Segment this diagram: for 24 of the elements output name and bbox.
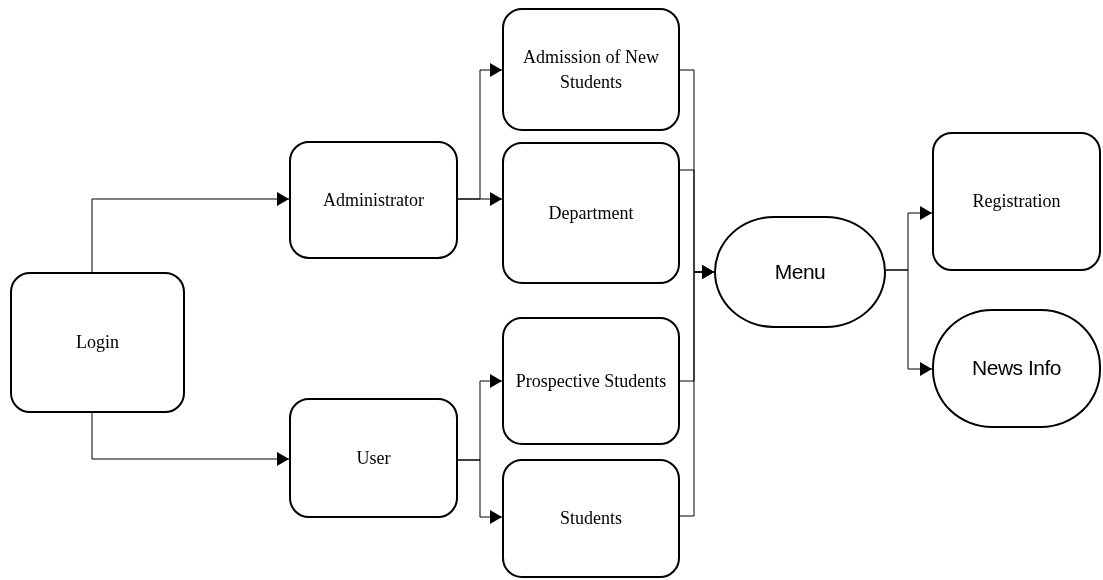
node-label: Department bbox=[547, 201, 635, 225]
node-label: User bbox=[355, 446, 392, 470]
node-label: Administrator bbox=[322, 188, 425, 212]
connector-arrow bbox=[91, 192, 290, 273]
node-label: Prospective Students bbox=[514, 369, 668, 393]
process-box bbox=[502, 8, 680, 131]
node-label: News Info bbox=[971, 355, 1062, 382]
process-box bbox=[289, 141, 458, 259]
node-label: Students bbox=[559, 507, 623, 531]
connector-arrow bbox=[457, 459, 503, 524]
node-label: Admission of New Students bbox=[522, 46, 660, 94]
node-label: Menu bbox=[773, 258, 827, 285]
process-box bbox=[932, 132, 1101, 271]
node-label: Login bbox=[75, 331, 120, 355]
node-label: Registration bbox=[971, 190, 1062, 214]
process-box bbox=[502, 459, 680, 578]
connector-arrow bbox=[885, 269, 933, 376]
process-box bbox=[502, 142, 680, 284]
connector-arrow bbox=[91, 412, 290, 466]
process-box bbox=[10, 272, 185, 413]
process-box bbox=[289, 398, 458, 518]
connector-arrow bbox=[679, 265, 715, 517]
connector-arrow bbox=[457, 192, 503, 206]
process-box bbox=[502, 317, 680, 445]
